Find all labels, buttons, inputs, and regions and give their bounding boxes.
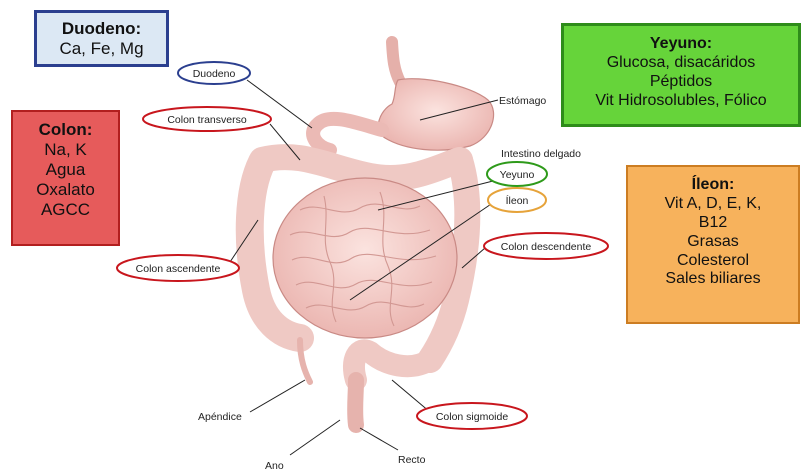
label-yeyuno: Yeyuno [500,169,535,181]
label-colon-descendente: Colon descendente [501,241,592,253]
label-ileon: Íleon [506,194,529,207]
label-estomago: Estómago [499,95,546,107]
yeyuno-box-title: Yeyuno: [564,35,798,54]
duodeno-box-title: Duodeno: [37,19,166,39]
ileon-box-line: B12 [628,214,798,233]
duodenum [313,119,382,150]
transverse-colon [262,157,460,178]
ileon-info-box: Íleon: Vit A, D, E, K, B12 Grasas Colest… [626,165,800,324]
esophagus [392,42,400,82]
colon-box-line: Oxalato [13,180,118,200]
colon-box-title: Colon: [13,120,118,140]
ileon-box-line: Sales biliares [628,270,798,289]
label-colon-transverso: Colon transverso [167,114,247,126]
label-colon-sigmoide: Colon sigmoide [436,411,509,423]
colon-box-line: Agua [13,160,118,180]
label-colon-ascendente: Colon ascendente [136,263,221,275]
yeyuno-box-line: Péptidos [564,73,798,92]
label-duodeno: Duodeno [193,68,236,80]
duodeno-info-box: Duodeno: Ca, Fe, Mg [34,10,169,67]
ileon-box-title: Íleon: [628,176,798,195]
colon-info-box: Colon: Na, K Agua Oxalato AGCC [11,110,120,246]
label-ano: Ano [265,460,284,472]
yeyuno-box-line: Vit Hidrosolubles, Fólico [564,92,798,111]
label-recto: Recto [398,454,426,466]
rectum [355,380,356,425]
duodeno-box-line: Ca, Fe, Mg [37,39,166,59]
sigmoid-colon [354,350,430,380]
yeyuno-box-line: Glucosa, disacáridos [564,54,798,73]
yeyuno-info-box: Yeyuno: Glucosa, disacáridos Péptidos Vi… [561,23,801,127]
ileon-box-line: Grasas [628,233,798,252]
ileon-box-line: Vit A, D, E, K, [628,195,798,214]
colon-box-line: Na, K [13,140,118,160]
label-apendice: Apéndice [198,411,242,423]
stomach [378,79,493,150]
colon-box-line: AGCC [13,200,118,220]
ileon-box-line: Colesterol [628,252,798,271]
label-intestino-delgado: Intestino delgado [501,148,581,160]
